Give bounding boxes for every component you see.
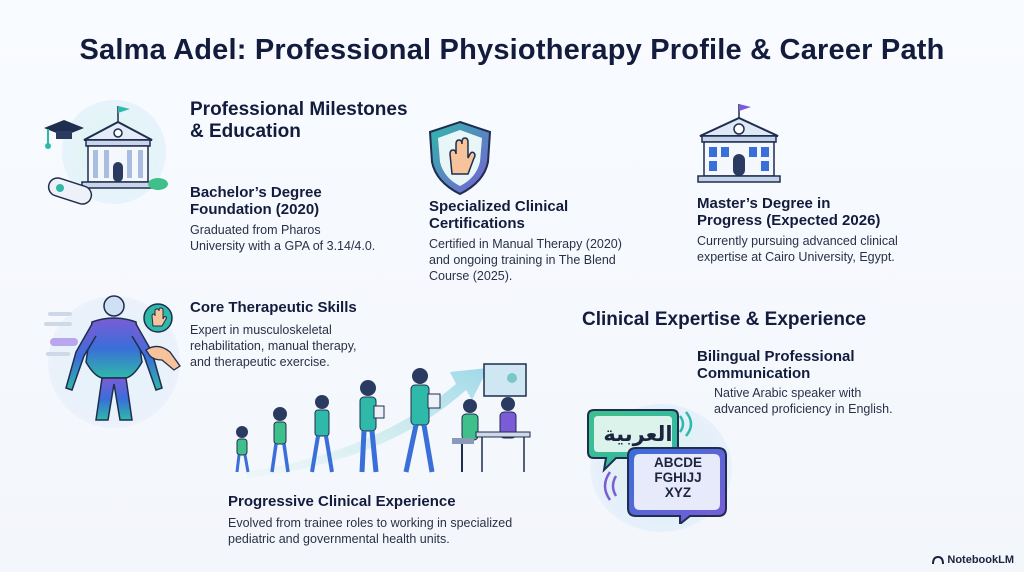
university-icon [694,102,784,186]
experience-text: Evolved from trainee roles to working in… [228,516,513,546]
speech-bubbles-icon [586,404,736,524]
skills-text: Expert in musculoskeletal rehabilitation… [190,323,357,369]
experience-heading: Progressive Clinical Experience [228,493,456,510]
bachelor-heading: Bachelor’s Degree Foundation (2020) [190,184,322,218]
graduation-cap-icon [44,120,84,149]
latin-bubble-line: XYZ [664,485,692,500]
diploma-icon [47,177,93,205]
hand-icon [142,302,174,334]
skills-heading: Core Therapeutic Skills [190,299,357,316]
section-heading-clinical: Clinical Expertise & Experience [582,309,867,330]
brand-watermark: NotebookLM [932,554,1014,566]
latin-bubble-line: FGHIJJ [654,470,702,485]
certifications-text: Certified in Manual Therapy (2020) and o… [429,237,622,283]
certifications-heading: Specialized Clinical Certifications [429,198,569,232]
notebooklm-logo-icon [932,555,945,564]
people-growth-icon [226,362,536,482]
section-heading-milestones: Professional Milestones & Education [190,99,408,142]
shield-hand-icon [426,120,494,196]
masters-heading: Master’s Degree in Progress (Expected 20… [697,195,881,229]
brand-label: NotebookLM [947,554,1014,566]
anatomy-body-icon [34,292,184,424]
latin-bubble-line: ABCDE [653,455,702,470]
bachelor-text: Graduated from Pharos University with a … [190,223,376,253]
university-icon [38,104,170,214]
bilingual-heading: Bilingual Professional Communication [697,348,855,382]
page-title: Salma Adel: Professional Physiotherapy P… [79,34,945,66]
latin-bubble-text: ABCDE FGHIJJ XYZ [636,455,720,500]
bilingual-text: Native Arabic speaker with advanced prof… [714,386,893,416]
masters-text: Currently pursuing advanced clinical exp… [697,234,898,264]
arabic-bubble-text: العربية [603,422,673,446]
